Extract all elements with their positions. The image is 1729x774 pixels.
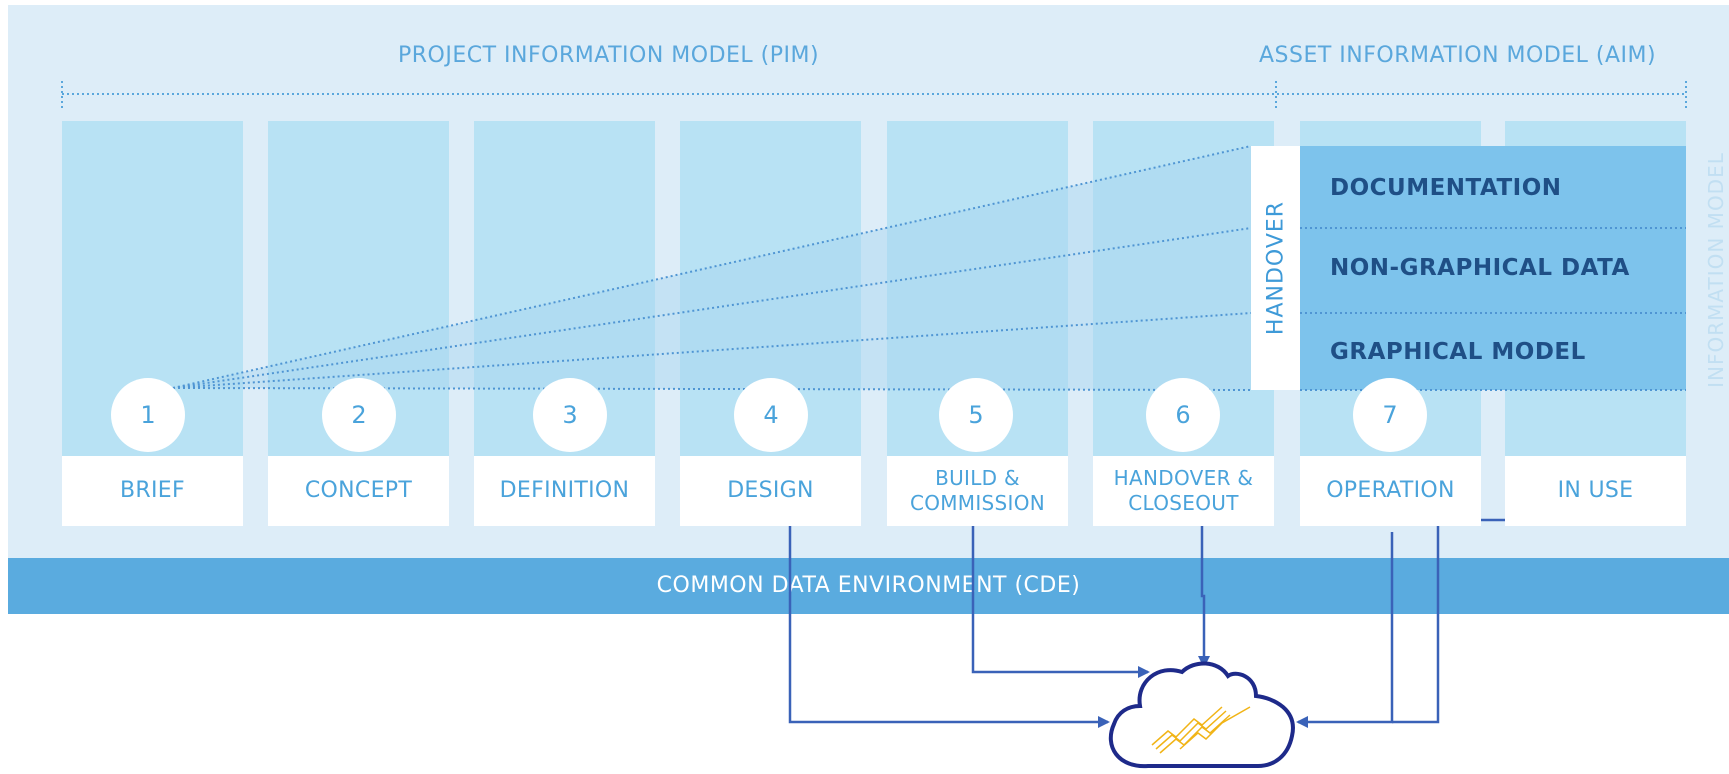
- operation-connector: [1296, 532, 1394, 728]
- aim-layer-dividers: [1300, 227, 1686, 391]
- stage-label-handover-line1: HANDOVER &: [1113, 466, 1254, 490]
- aim-layer-graphical-model: GRAPHICAL MODEL: [1330, 339, 1586, 365]
- cloud-icon: [1108, 661, 1295, 769]
- stage-label-definition: DEFINITION: [474, 456, 655, 526]
- aim-title: ASSET INFORMATION MODEL (AIM): [1259, 43, 1657, 68]
- build-connector: [971, 516, 1150, 678]
- stage-label-build-commission: BUILD & COMMISSION: [887, 456, 1068, 526]
- stage-label-concept: CONCEPT: [268, 456, 449, 526]
- stage-label-build-line1: BUILD &: [935, 466, 1020, 490]
- stage-label-brief: BRIEF: [62, 456, 243, 526]
- information-growth-lines: [172, 145, 1252, 391]
- design-connector: [788, 516, 1110, 728]
- stage-number-4: 4: [734, 378, 808, 452]
- stage-number-1: 1: [111, 378, 185, 452]
- model-brackets: [61, 81, 1687, 108]
- stage-number-6: 6: [1146, 378, 1220, 452]
- stage-number-7: 7: [1353, 378, 1427, 452]
- cde-label: COMMON DATA ENVIRONMENT (CDE): [656, 573, 1081, 598]
- stage-label-in-use: IN USE: [1505, 456, 1686, 526]
- stage-label-build-line2: COMMISSION: [909, 491, 1046, 515]
- information-model-label: INFORMATION MODEL: [1704, 152, 1728, 388]
- stage-number-2: 2: [322, 378, 396, 452]
- stage-number-3: 3: [533, 378, 607, 452]
- stage-label-design: DESIGN: [680, 456, 861, 526]
- aim-layer-documentation: DOCUMENTATION: [1330, 175, 1562, 201]
- stage-label-operation: OPERATION: [1300, 456, 1481, 526]
- aim-layers-block: [1300, 146, 1686, 390]
- stage-number-5: 5: [939, 378, 1013, 452]
- stage-label-handover-closeout: HANDOVER & CLOSEOUT: [1093, 456, 1274, 526]
- handover-box: [1251, 146, 1300, 390]
- cde-bar: [8, 558, 1729, 614]
- aim-layer-non-graphical-data: NON-GRAPHICAL DATA: [1330, 255, 1630, 281]
- information-growth-wedge: [173, 146, 1251, 390]
- handover-connector: [1198, 520, 1210, 668]
- in-use-connector: [1392, 518, 1580, 724]
- pim-title: PROJECT INFORMATION MODEL (PIM): [398, 43, 820, 68]
- stage-label-handover-line2: CLOSEOUT: [1128, 491, 1239, 515]
